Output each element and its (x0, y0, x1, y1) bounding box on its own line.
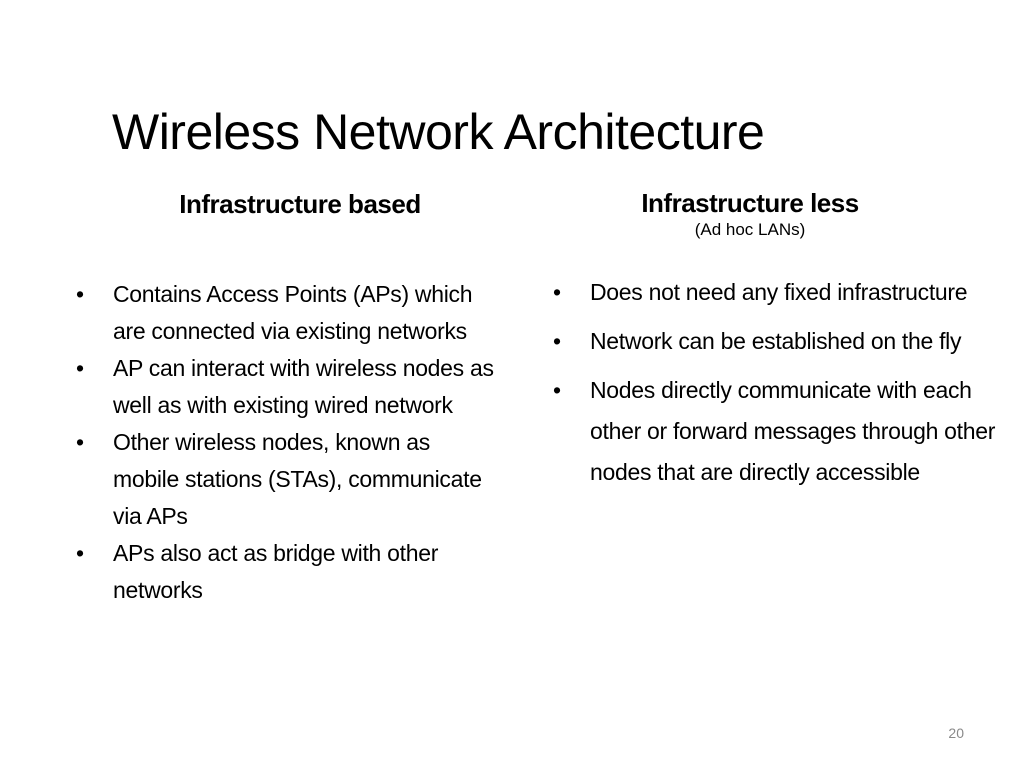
bullet-text: Does not need any fixed infrastructure (590, 279, 968, 305)
bullet-dot-icon: • (76, 355, 84, 381)
infrastructure-less-bullet-list: •Does not need any fixed infrastructure … (553, 272, 998, 501)
bullet-item: • Contains Access Points (APs) which are … (76, 276, 501, 350)
bullet-item: • AP can interact with wireless nodes as … (76, 350, 501, 424)
bullet-item: • Other wireless nodes, known as mobile s… (76, 424, 501, 535)
bullet-text: Other wireless nodes, known as mobile st… (113, 429, 482, 529)
infrastructure-less-heading: Infrastructure less (641, 188, 859, 218)
infrastructure-based-heading: Infrastructure based (179, 189, 421, 219)
bullet-text: APs also act as bridge with other networ… (113, 540, 439, 603)
bullet-item: • Network can be established on the fly (553, 321, 998, 362)
bullet-item: • Does not need any fixed infrastructure (553, 272, 998, 313)
bullet-text: Nodes directly communicate with each oth… (590, 377, 996, 485)
bullet-dot-icon: • (553, 377, 561, 403)
page-number: 20 (948, 725, 964, 741)
bullet-dot-icon: • (76, 429, 84, 455)
bullet-item: • APs also act as bridge with other netwo… (76, 535, 501, 609)
infrastructure-less-heading-block: Infrastructure less (Ad hoc LANs) (530, 187, 970, 241)
bullet-dot-icon: • (76, 540, 84, 566)
bullet-dot-icon: • (553, 328, 561, 354)
bullet-item: • Nodes directly communicate with each ot… (553, 370, 998, 493)
bullet-text: AP can interact with wireless nodes as w… (113, 355, 494, 418)
infrastructure-based-bullet-list: • Contains Access Points (APs) which are … (76, 276, 501, 609)
bullet-text: Network can be established on the fly (590, 328, 962, 354)
ad-hoc-subheading: (Ad hoc LANs) (694, 220, 806, 239)
bullet-dot-icon: • (76, 281, 84, 307)
bullet-dot-icon: • (553, 279, 561, 305)
bullet-text: Contains Access Points (APs) which are c… (113, 281, 473, 344)
slide-title: Wireless Network Architecture (112, 103, 765, 160)
